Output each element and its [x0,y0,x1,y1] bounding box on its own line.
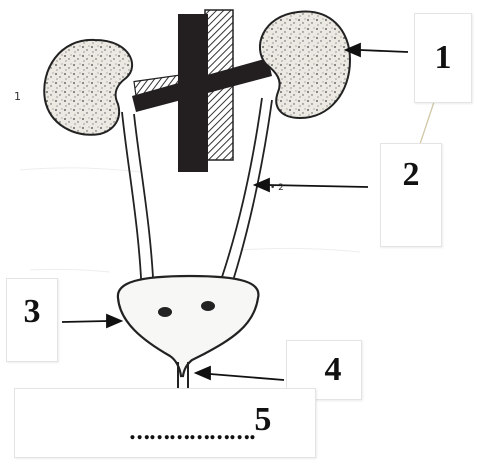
label-box-2: 2 [380,143,442,247]
vena-cava [132,14,272,172]
label-5-dots: ………………. [129,419,255,445]
arrow-4 [196,367,284,380]
label-box-1: 1 [414,13,472,103]
right-kidney [260,12,350,118]
small-mark-left: 1 [14,90,21,103]
label-number-1: 1 [435,39,452,77]
background-noise [20,168,360,272]
label-number-2: 2 [403,156,420,194]
label-number-5: 5 [254,401,271,439]
small-mark-mid: • 2 [270,183,284,193]
arrow-3 [62,315,121,327]
label-box-3: 3 [6,278,58,362]
label-box-5: ………………. 5 [14,388,316,458]
label-number-3: 3 [24,293,41,331]
label-number-4: 4 [325,351,342,389]
urinary-bladder [118,276,259,376]
arrow-1 [346,44,408,56]
left-kidney [44,40,132,135]
